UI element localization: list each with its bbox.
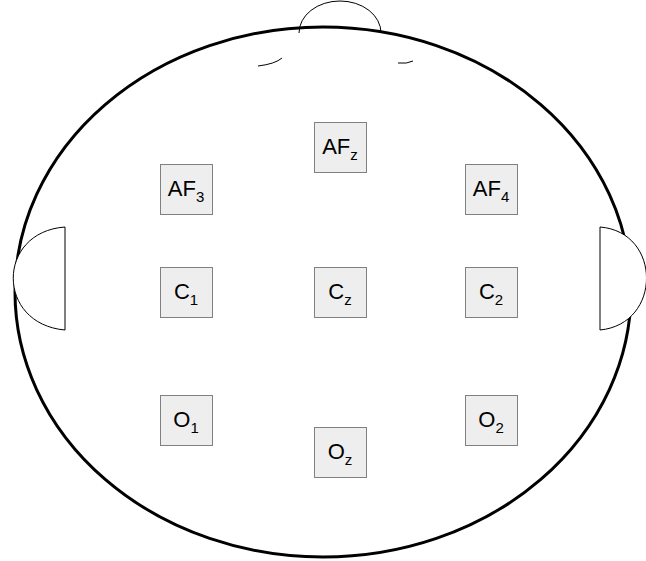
electrode-box: C1: [160, 267, 213, 318]
electrode-label: AF3: [168, 178, 204, 200]
electrode-label: O2: [478, 409, 503, 431]
electrode-index: 2: [495, 419, 503, 436]
right-brow: [398, 61, 413, 63]
electrode-index: z: [350, 146, 358, 163]
electrode-index: z: [344, 291, 352, 308]
electrode-box: Cz: [314, 267, 367, 318]
electrode-box: AFz: [314, 122, 367, 173]
electrode-label: Oz: [328, 441, 353, 463]
electrode-box: AF4: [465, 164, 518, 215]
electrode-box: O2: [465, 395, 518, 446]
electrode-box: C2: [465, 267, 518, 318]
electrode-index: 4: [501, 188, 509, 205]
electrode-label: O1: [173, 409, 198, 431]
head: [15, 27, 631, 557]
right-ear: [600, 227, 646, 330]
electrode-box: O1: [160, 395, 213, 446]
electrode-label: AF4: [473, 178, 509, 200]
electrode-label: Cz: [328, 281, 351, 303]
electrode-box: AF3: [160, 164, 213, 215]
electrode-label: C2: [479, 281, 503, 303]
electrode-index: z: [345, 451, 353, 468]
electrode-index: 2: [495, 291, 503, 308]
electrode-index: 3: [196, 188, 204, 205]
electrode-index: 1: [190, 291, 198, 308]
left-ear: [13, 227, 65, 330]
electrode-label: AFz: [322, 136, 358, 158]
left-brow: [258, 58, 282, 66]
electrode-index: 1: [190, 419, 198, 436]
electrode-label: C1: [174, 281, 198, 303]
electrode-box: Oz: [314, 427, 367, 478]
